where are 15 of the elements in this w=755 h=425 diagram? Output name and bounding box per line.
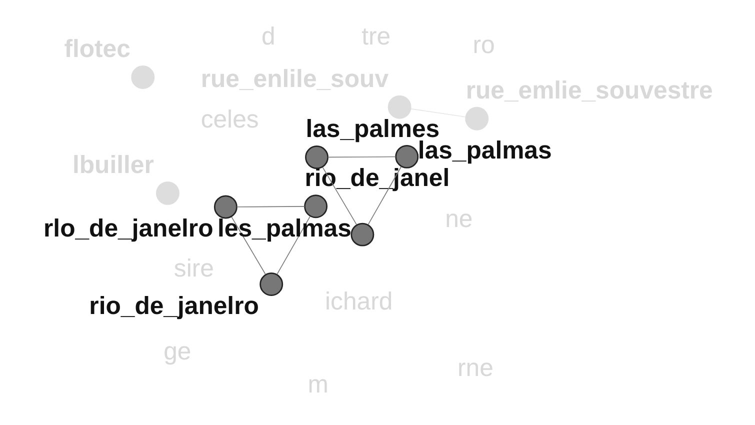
connector xyxy=(236,206,306,208)
node-circle xyxy=(214,195,238,219)
node-circle xyxy=(260,272,284,296)
node-circle xyxy=(131,66,155,89)
connector xyxy=(410,108,466,118)
node-label: rlo_de_janelro xyxy=(44,216,214,242)
node-circle xyxy=(156,181,180,205)
node-circle xyxy=(350,222,374,246)
node-circle xyxy=(395,144,419,168)
node-circle xyxy=(388,95,412,119)
node-circle xyxy=(465,106,489,130)
node-circle xyxy=(305,146,328,170)
node-circle xyxy=(304,194,328,218)
connector xyxy=(327,156,396,158)
node-label: rio_de_janelro xyxy=(89,292,259,320)
